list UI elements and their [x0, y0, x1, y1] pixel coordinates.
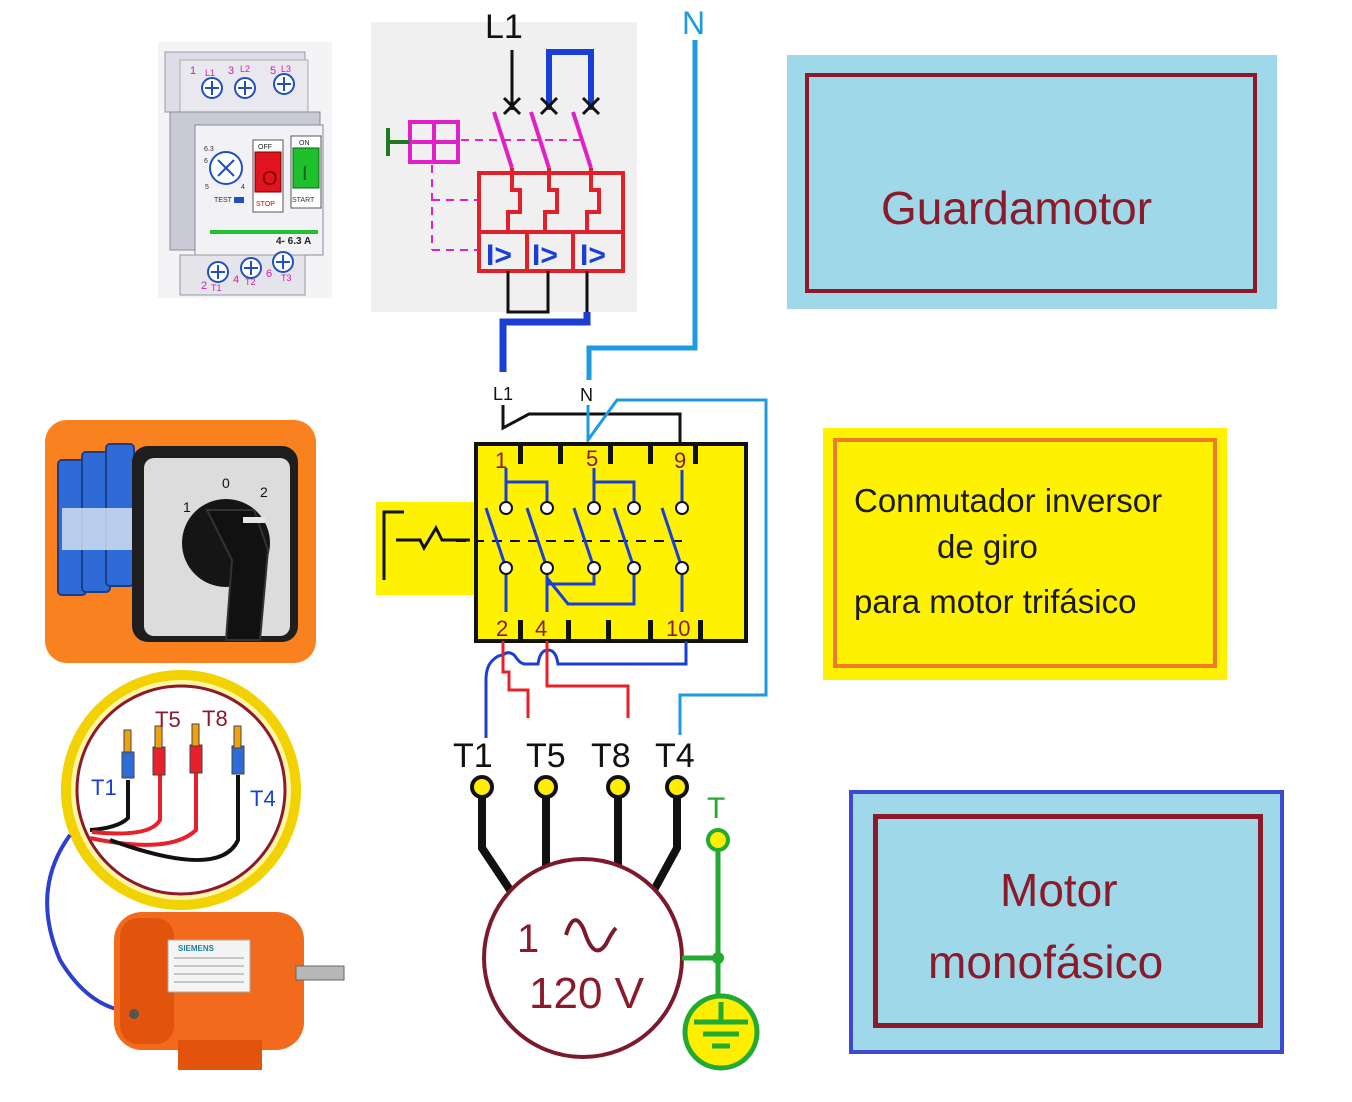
switch-to-motor-wiring: [484, 641, 688, 738]
svg-text:TEST: TEST: [214, 197, 233, 204]
svg-text:1: 1: [495, 448, 507, 473]
switch-label-box: Conmutador inversor de giro para motor t…: [823, 428, 1227, 680]
breaker-schematic: L1: [371, 8, 637, 314]
switch-l1-label: L1: [493, 384, 513, 404]
guardamotor-label: Guardamotor: [881, 182, 1153, 234]
svg-text:L2: L2: [240, 64, 250, 74]
svg-text:2: 2: [260, 484, 268, 500]
switch-label-line-3: para motor trifásico: [854, 583, 1137, 620]
svg-text:0: 0: [222, 475, 230, 491]
guardamotor-label-frame: Guardamotor: [805, 73, 1257, 293]
switch-label-frame: Conmutador inversor de giro para motor t…: [833, 438, 1217, 668]
svg-text:4: 4: [535, 616, 547, 641]
supply-l1-label: L1: [485, 8, 523, 46]
bottom-screw-terminals: [207, 251, 294, 283]
ground-symbol: [682, 993, 760, 1071]
svg-text:5: 5: [270, 65, 276, 77]
svg-text:4: 4: [233, 274, 239, 286]
line-feed-wire: [499, 312, 591, 372]
svg-text:4- 6.3 A: 4- 6.3 A: [276, 236, 311, 247]
svg-text:O: O: [262, 168, 278, 190]
svg-text:T2: T2: [245, 277, 256, 287]
switch-n-label: N: [580, 385, 593, 405]
svg-text:OFF: OFF: [258, 144, 272, 151]
ground-label: T: [707, 792, 725, 825]
svg-text:3: 3: [228, 65, 234, 77]
breaker-photo: 1 L1 3 L2 5 L3 6.3 6 5 4 TEST OFF O STOP: [158, 42, 332, 298]
rotary-switch-photo: 0 1 2: [45, 420, 316, 663]
svg-text:10: 10: [666, 616, 690, 641]
svg-text:I>: I>: [580, 239, 606, 272]
svg-text:2: 2: [496, 616, 508, 641]
terminal-label-t1: T1: [453, 737, 493, 775]
svg-text:T1: T1: [211, 283, 222, 293]
svg-text:ON: ON: [299, 140, 310, 147]
svg-text:1: 1: [190, 65, 196, 77]
off-stop-button: OFF O STOP: [252, 139, 284, 213]
svg-text:L1: L1: [205, 68, 215, 78]
svg-text:4: 4: [241, 184, 245, 191]
motor-label-line-1: Motor: [1000, 864, 1118, 916]
motor-label-frame: Motor monofásico: [873, 814, 1263, 1028]
svg-text:I>: I>: [486, 239, 512, 272]
svg-text:T3: T3: [281, 273, 292, 283]
svg-text:6.3: 6.3: [204, 146, 214, 153]
top-screw-terminals: [201, 73, 295, 99]
motor-label-line-2: monofásico: [928, 936, 1164, 988]
changeover-switch-schematic: L1 N 1 5 9 2 4 10: [376, 384, 768, 735]
motor-label-box: Motor monofásico: [849, 790, 1284, 1054]
svg-text:T8: T8: [202, 706, 228, 731]
svg-text:I>: I>: [532, 239, 558, 272]
svg-text:120 V: 120 V: [529, 969, 645, 1018]
switch-label-line-1: Conmutador inversor: [854, 482, 1163, 519]
svg-text:T1: T1: [91, 775, 117, 800]
on-start-button: ON I START: [290, 135, 322, 209]
terminal-label-t8: T8: [591, 737, 631, 775]
svg-text:1: 1: [183, 499, 191, 515]
terminal-label-t4: T4: [655, 737, 695, 775]
motor-symbol: T1 T5 T8 T4 1 120 V T: [453, 737, 760, 1071]
svg-text:6: 6: [204, 158, 208, 165]
terminal-label-t5: T5: [526, 737, 566, 775]
motor-leads-inset: T1 T5 T8 T4: [45, 670, 301, 1014]
svg-text:T5: T5: [155, 707, 181, 732]
supply-neutral-label: N: [682, 5, 705, 41]
guardamotor-label-box: Guardamotor: [787, 55, 1277, 309]
motor-photo: SIEMENS: [114, 912, 345, 1070]
svg-text:STOP: STOP: [256, 201, 275, 208]
svg-text:1: 1: [517, 917, 539, 961]
svg-text:6: 6: [266, 268, 272, 280]
switch-label-line-2: de giro: [937, 528, 1038, 565]
svg-text:5: 5: [205, 184, 209, 191]
svg-text:SIEMENS: SIEMENS: [178, 944, 215, 953]
svg-text:9: 9: [674, 448, 686, 473]
svg-text:T4: T4: [250, 786, 276, 811]
svg-text:2: 2: [201, 280, 207, 292]
svg-text:5: 5: [586, 446, 598, 471]
svg-text:L3: L3: [281, 64, 291, 74]
svg-text:I: I: [302, 163, 308, 185]
neutral-feed-wire: [586, 40, 698, 380]
svg-text:START: START: [292, 197, 315, 204]
